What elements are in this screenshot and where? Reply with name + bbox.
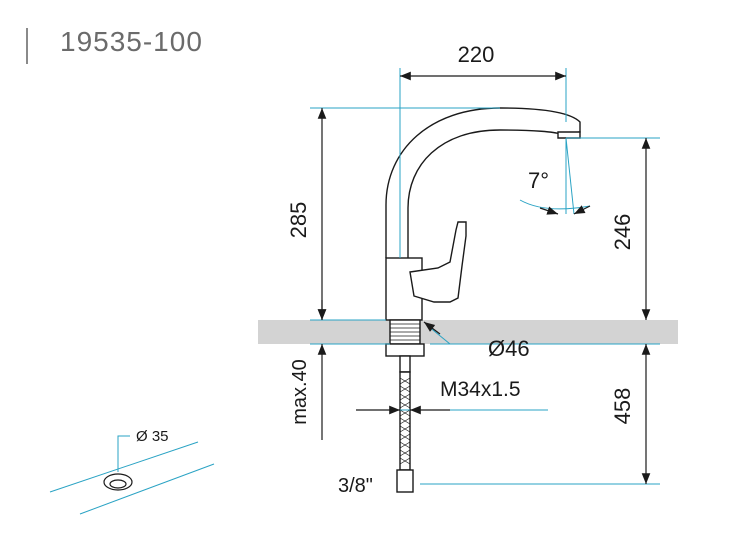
label-hole-35: Ø 35	[136, 428, 169, 445]
title-divider	[26, 28, 28, 64]
label-length-458: 458	[610, 388, 635, 425]
label-height-246: 246	[610, 214, 635, 251]
sink-hole	[103, 473, 133, 491]
label-angle-7: 7°	[528, 168, 549, 193]
hose-braid	[399, 377, 411, 465]
label-hose-3-8: 3/8"	[338, 475, 373, 497]
label-max-40: max.40	[289, 359, 311, 425]
countertop	[258, 320, 678, 344]
dimension-lines	[49, 68, 660, 515]
dimension-arrows	[317, 71, 651, 484]
label-thread-m34: M34x1.5	[440, 378, 521, 401]
label-width-220: 220	[458, 42, 495, 67]
model-number: 19535-100	[60, 26, 203, 57]
faucet-outline	[385, 107, 581, 493]
thread-hatching	[390, 323, 420, 341]
label-height-285: 285	[286, 202, 311, 239]
label-diameter-46: Ø46	[488, 336, 530, 361]
